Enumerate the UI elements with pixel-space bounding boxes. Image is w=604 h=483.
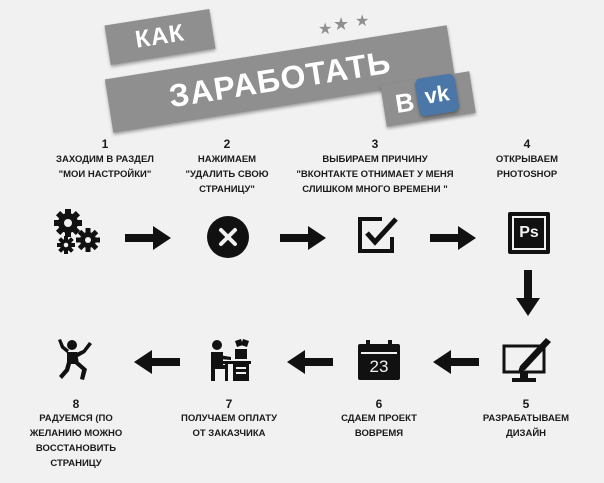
- step-3-text: Выбираем причину "вконтакте отнимает у м…: [296, 154, 454, 195]
- arrow-right-icon: [280, 226, 326, 250]
- arrow-right-icon: [125, 226, 171, 250]
- vk-logo-text: vk: [422, 80, 451, 109]
- photoshop-icon: Ps: [508, 212, 550, 254]
- close-circle-icon: [207, 216, 249, 258]
- step-4-text: Открываем photoshop: [495, 154, 559, 180]
- step-6-number: 6: [375, 397, 383, 411]
- step-7-text: Получаем оплату от заказчика: [181, 413, 277, 439]
- step-5-number: 5: [522, 397, 530, 411]
- step-5-text: Разрабатываем дизайн: [482, 413, 570, 439]
- step-8-number: 8: [72, 397, 80, 411]
- star-icon: ★: [247, 94, 262, 111]
- title-ribbon-1: Как: [104, 8, 216, 66]
- arrow-down-icon: [516, 270, 540, 316]
- star-icon: ★: [318, 21, 333, 38]
- star-icon: ★: [226, 97, 243, 117]
- arrow-right-icon: [430, 226, 476, 250]
- star-icon: ★: [333, 14, 350, 34]
- step-1-number: 1: [101, 137, 109, 151]
- arrow-left-icon: [433, 350, 479, 374]
- step-2-text: Нажимаем "удалить свою страницу": [185, 154, 269, 195]
- calendar-day: 23: [361, 352, 397, 379]
- calendar-icon: 23: [358, 340, 400, 380]
- jumping-person-icon: [58, 339, 92, 380]
- step-3-number: 3: [371, 137, 379, 151]
- photoshop-label: Ps: [512, 216, 546, 250]
- monitor-pen-icon: [502, 338, 551, 382]
- person-desk-icon: [211, 339, 251, 381]
- step-4-number: 4: [523, 137, 531, 151]
- arrow-left-icon: [287, 350, 333, 374]
- arrow-left-icon: [134, 350, 180, 374]
- title-line-1: Как: [133, 19, 187, 54]
- star-icon: ★: [355, 13, 370, 30]
- title-line-3: в: [393, 86, 418, 119]
- step-6-text: Сдаем проект вовремя: [341, 413, 417, 439]
- checkbox-icon: [358, 217, 398, 253]
- star-icon: ★: [266, 91, 281, 108]
- step-7-number: 7: [225, 397, 233, 411]
- step-1-text: Заходим в раздел "мои настройки": [56, 154, 154, 180]
- vk-logo-icon: vk: [414, 73, 460, 117]
- step-8-text: Радуемся (по желанию можно восстановить …: [29, 413, 123, 469]
- step-2-number: 2: [223, 137, 231, 151]
- gears-icon: [54, 209, 100, 254]
